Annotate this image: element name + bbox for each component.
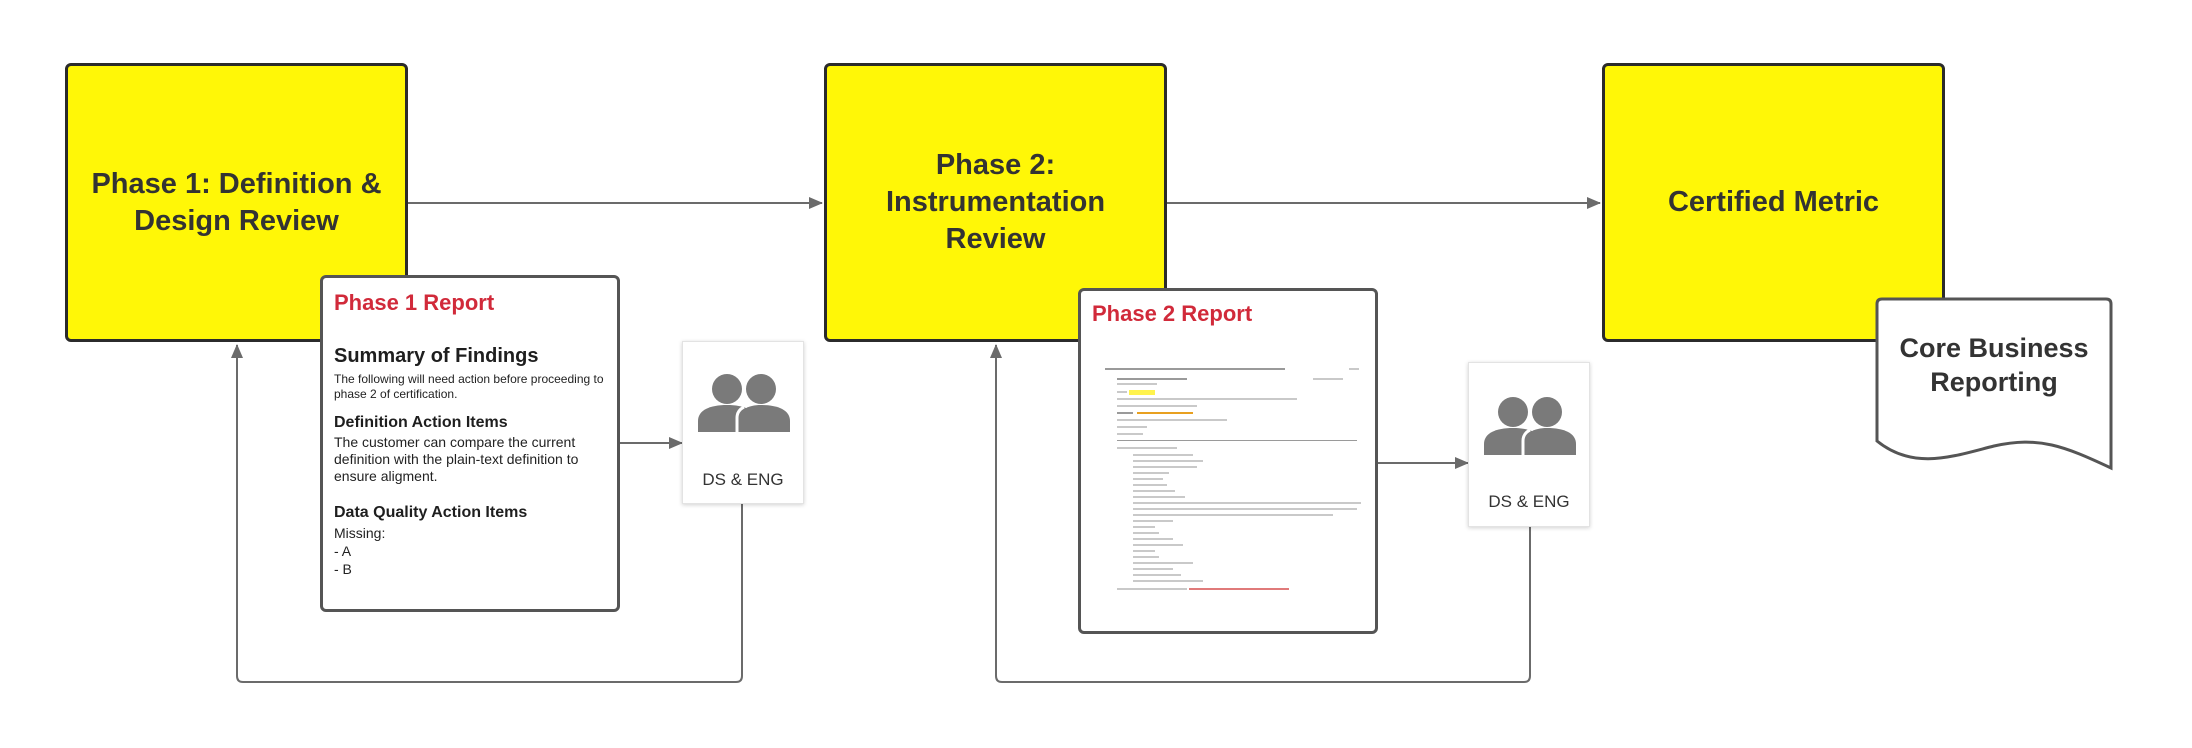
definition-heading: Definition Action Items <box>334 414 508 431</box>
document-shape <box>1875 297 2113 471</box>
phase1-report-card[interactable]: Phase 1 Report Summary of Findings The f… <box>320 275 620 612</box>
phase2-box[interactable]: Phase 2: Instrumentation Review <box>824 63 1167 342</box>
phase2-report-card[interactable]: Phase 2 Report <box>1078 288 1378 634</box>
users-icon <box>1484 397 1576 455</box>
core-business-reporting-label: Core Business Reporting <box>1899 333 2089 397</box>
team-card-2[interactable]: DS & ENG <box>1468 362 1590 527</box>
quality-text: Missing: - A - B <box>334 525 386 577</box>
phase1-label: Phase 1: Definition & Design Review <box>91 167 382 237</box>
certified-metric-box[interactable]: Certified Metric <box>1602 63 1945 342</box>
certified-metric-label: Certified Metric <box>1667 186 1880 218</box>
quality-heading: Data Quality Action Items <box>334 504 528 521</box>
core-business-reporting-doc[interactable]: Core Business Reporting <box>1874 296 2114 471</box>
email-screenshot-thumbnail <box>1103 367 1361 625</box>
phase2-label: Phase 2: Instrumentation Review <box>885 149 1106 255</box>
feedback-loop-team1-to-phase1 <box>231 344 743 683</box>
team1-label: DS & ENG <box>702 470 784 489</box>
summary-text: The following will need action before pr… <box>334 372 604 401</box>
team-card-1[interactable]: DS & ENG <box>682 341 804 504</box>
team2-label: DS & ENG <box>1488 492 1570 511</box>
feedback-loop-team2-to-phase2 <box>990 344 1531 683</box>
definition-text: The customer can compare the current def… <box>334 434 579 484</box>
summary-heading: Summary of Findings <box>334 345 539 367</box>
phase2-report-title: Phase 2 Report <box>1092 301 1253 326</box>
users-icon <box>698 374 790 432</box>
phase1-report-title: Phase 1 Report <box>334 290 495 315</box>
